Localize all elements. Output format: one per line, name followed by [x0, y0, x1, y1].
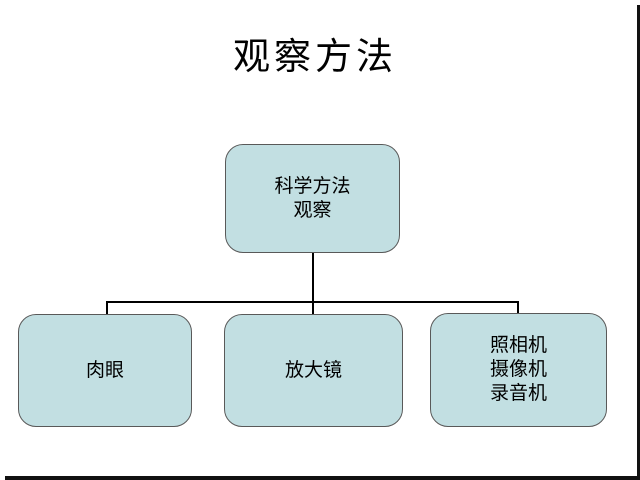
- org-node-child-3-line-2: 摄像机: [489, 359, 547, 380]
- org-node-child-1: 肉眼: [18, 314, 192, 427]
- connector-drop-left: [106, 301, 108, 315]
- org-node-child-3-line-1: 照相机: [489, 335, 547, 356]
- org-node-root: 科学方法 观察: [225, 144, 400, 253]
- org-node-root-line-2: 观察: [293, 199, 332, 221]
- org-node-child-2-line-1: 放大镜: [284, 359, 342, 381]
- org-node-root-line-1: 科学方法: [274, 175, 351, 197]
- org-node-child-1-line-1: 肉眼: [85, 359, 124, 381]
- slide-shadow-right: [637, 5, 640, 480]
- org-node-child-2: 放大镜: [224, 314, 403, 427]
- org-node-child-3-line-3: 录音机: [489, 383, 547, 404]
- slide-shadow-bottom: [5, 476, 640, 480]
- connector-stem: [312, 253, 314, 302]
- connector-drop-middle: [312, 301, 314, 315]
- connector-drop-right: [517, 301, 519, 314]
- slide-title: 观察方法: [233, 37, 397, 78]
- org-node-child-3: 照相机 摄像机 录音机: [430, 313, 607, 427]
